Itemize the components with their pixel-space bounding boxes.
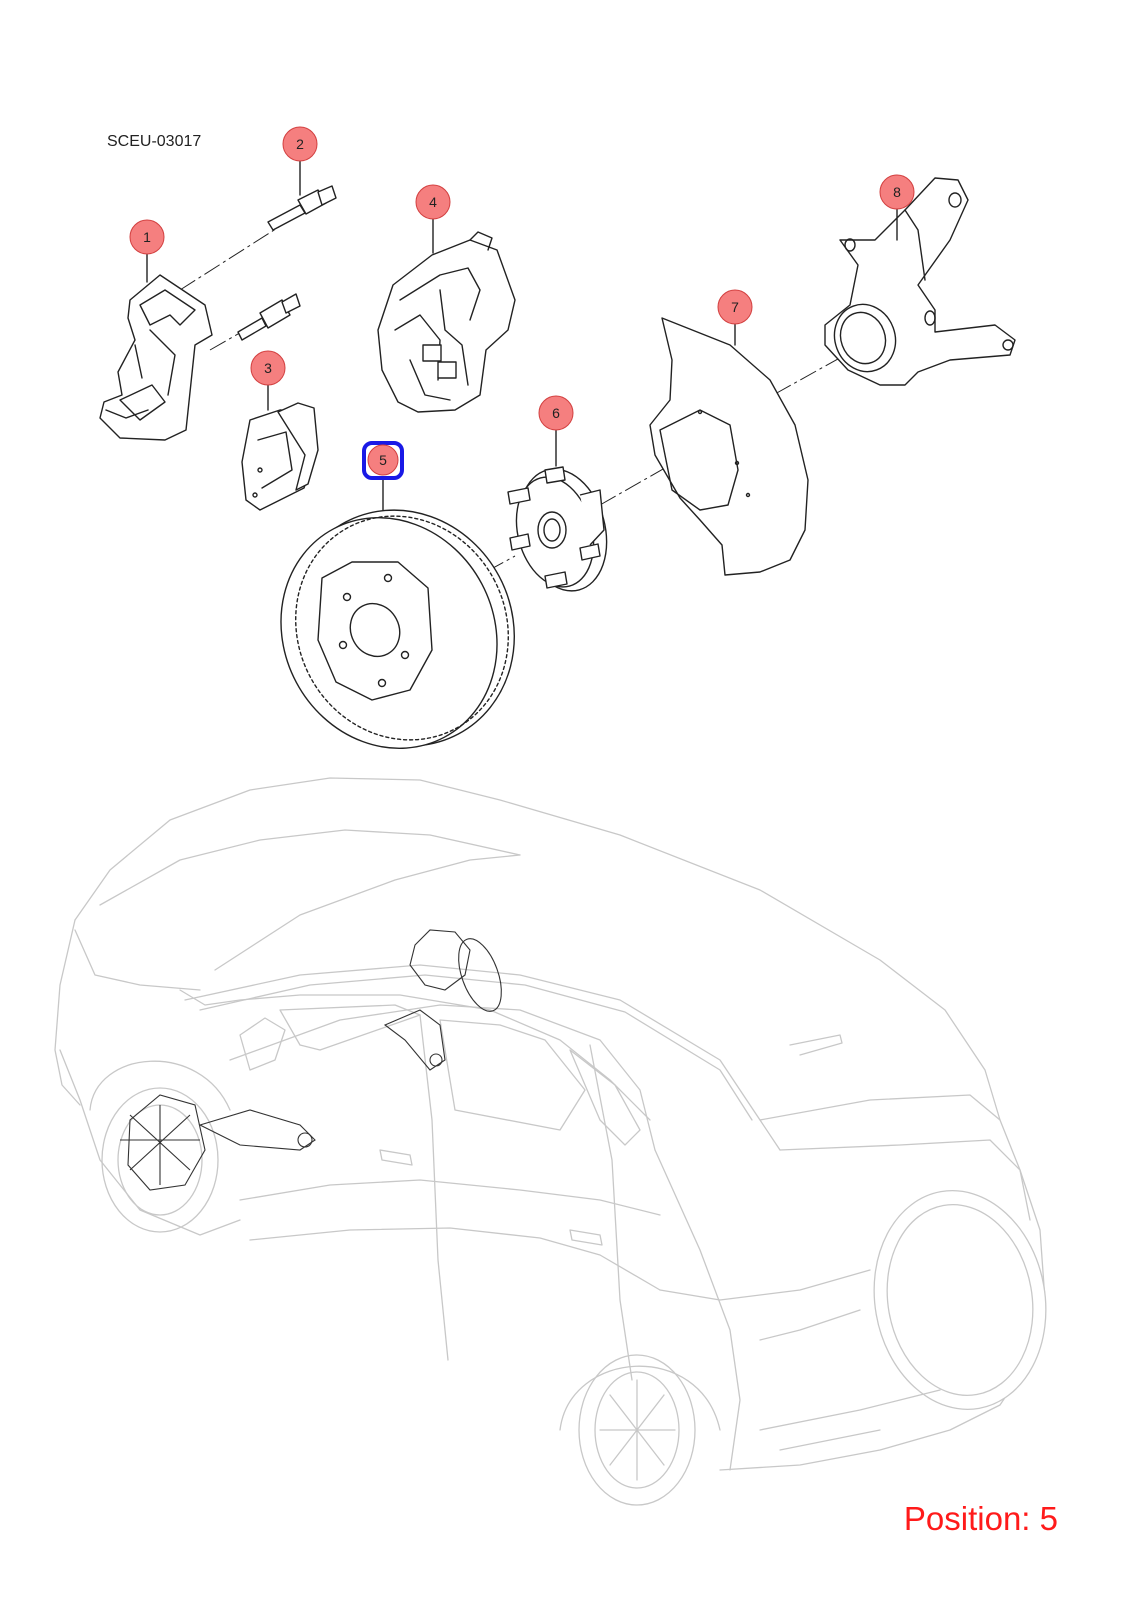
callout-8[interactable]: 8 (879, 174, 915, 210)
svg-text:7: 7 (731, 299, 739, 315)
svg-text:8: 8 (893, 184, 901, 200)
dust-shield-part (649, 317, 809, 576)
svg-text:2: 2 (296, 136, 304, 152)
diagram-code-label: SCEU-03017 (107, 133, 202, 150)
callout-2[interactable]: 2 (282, 126, 318, 162)
callout-1[interactable]: 1 (129, 219, 165, 255)
svg-text:5: 5 (379, 452, 387, 468)
caliper-part (377, 231, 516, 413)
selected-position-label: Position: 5 (903, 1500, 1058, 1537)
callout-4[interactable]: 4 (415, 184, 451, 220)
brake-pads-part (241, 402, 319, 511)
svg-text:3: 3 (264, 360, 272, 376)
svg-text:6: 6 (552, 405, 560, 421)
steering-knuckle-part (824, 177, 1016, 386)
svg-text:1: 1 (143, 229, 151, 245)
brake-disc-part (280, 509, 515, 749)
callout-3[interactable]: 3 (250, 350, 286, 386)
callout-7[interactable]: 7 (717, 289, 753, 325)
vehicle-brake-assembly-highlight (120, 929, 502, 1191)
vehicle-outline (54, 777, 1047, 1506)
callout-6[interactable]: 6 (538, 395, 574, 431)
wheel-hub-part (507, 466, 608, 592)
svg-text:4: 4 (429, 194, 437, 210)
callout-5[interactable]: 5 (362, 441, 404, 480)
caliper-bracket-part (99, 274, 213, 441)
guide-pin-bolts-part (237, 185, 337, 341)
callout-leaders (146, 160, 898, 511)
